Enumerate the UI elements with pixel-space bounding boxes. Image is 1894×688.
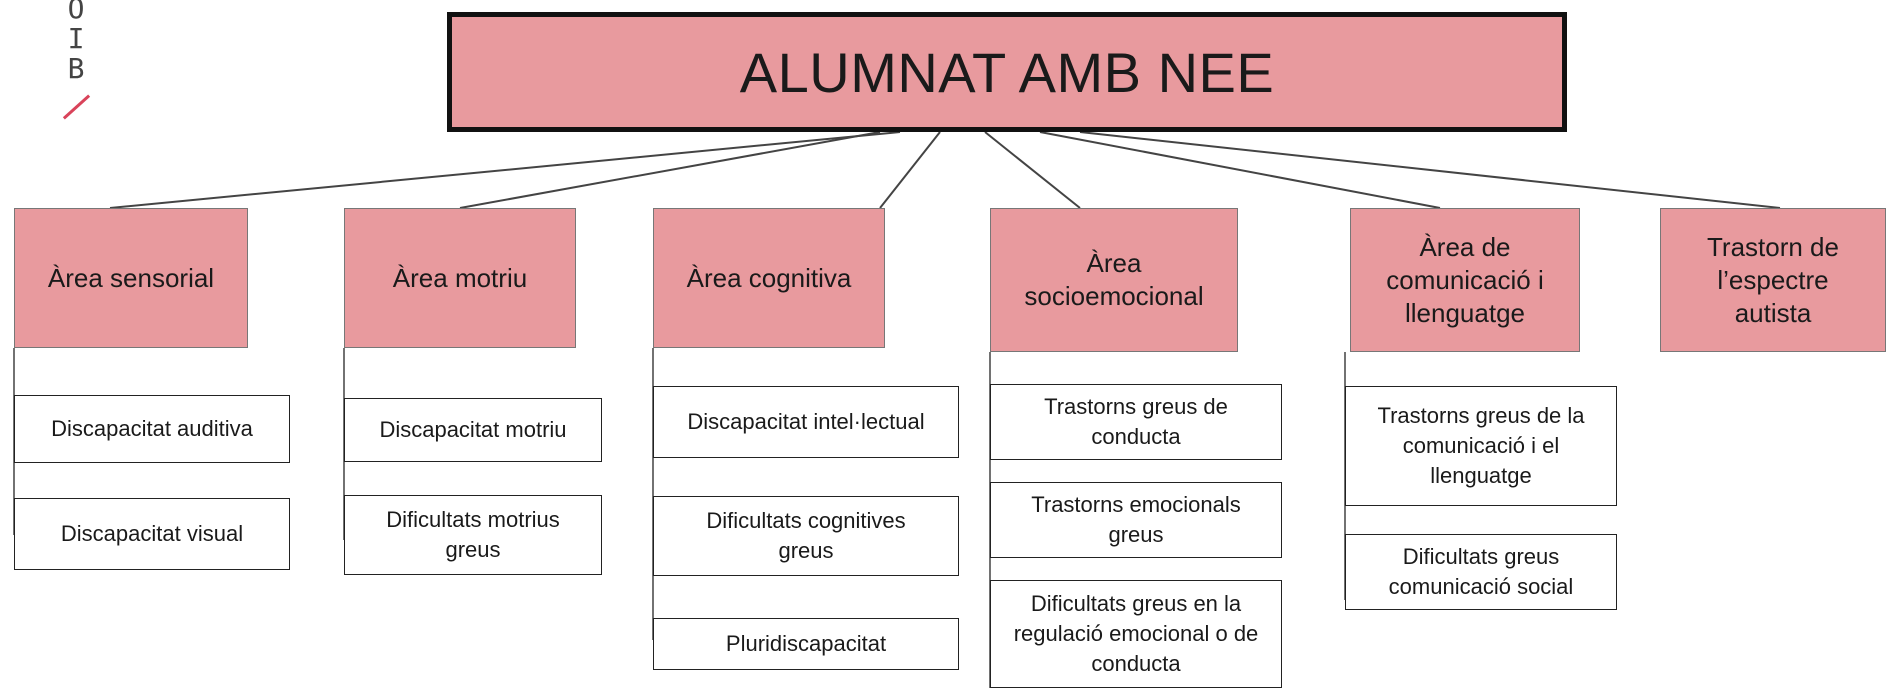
- item-discapacitat-visual: Discapacitat visual: [14, 498, 290, 570]
- item-discapacitat-intellectual: Discapacitat intel·lectual: [653, 386, 959, 458]
- item-dificultats-greus-comunicacio-social: Dificultats greus comunicació social: [1345, 534, 1617, 610]
- item-dificultats-motrius-greus: Dificultats motrius greus: [344, 495, 602, 575]
- logo-letter-o: O: [67, 0, 85, 25]
- logo-letter-i: I: [67, 22, 85, 55]
- area-motriu: Àrea motriu: [344, 208, 576, 348]
- area-cognitiva: Àrea cognitiva: [653, 208, 885, 348]
- area-socioemocional: Àrea socioemocional: [990, 208, 1238, 352]
- item-trastorns-greus-conducta: Trastorns greus de conducta: [990, 384, 1282, 460]
- item-discapacitat-motriu: Discapacitat motriu: [344, 398, 602, 462]
- item-dificultats-cognitives-greus: Dificultats cognitives greus: [653, 496, 959, 576]
- oib-logo: O I B: [56, 0, 96, 124]
- item-trastorns-emocionals-greus: Trastorns emocionals greus: [990, 482, 1282, 558]
- area-comunicacio-llenguatge: Àrea de comunicació i llenguatge: [1350, 208, 1580, 352]
- diagram-title: ALUMNAT AMB NEE: [447, 12, 1567, 132]
- item-trastorns-greus-comunicacio: Trastorns greus de la comunicació i el l…: [1345, 386, 1617, 506]
- item-dificultats-regulacio-emocional: Dificultats greus en la regulació emocio…: [990, 580, 1282, 688]
- item-pluridiscapacitat: Pluridiscapacitat: [653, 618, 959, 670]
- area-trastorn-espectre-autista: Trastorn de l’espectre autista: [1660, 208, 1886, 352]
- logo-letter-b: B: [67, 52, 85, 85]
- area-sensorial: Àrea sensorial: [14, 208, 248, 348]
- item-discapacitat-auditiva: Discapacitat auditiva: [14, 395, 290, 463]
